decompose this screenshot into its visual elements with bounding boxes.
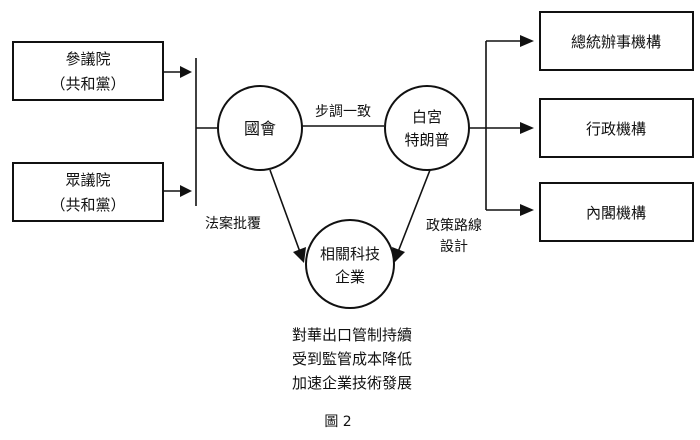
agency-label-executive-office: 總統辦事機構 (571, 33, 661, 51)
tech-companies-label: 相關科技 (320, 245, 380, 263)
trump-label: 特朗普 (404, 131, 449, 149)
senate-box (12, 41, 164, 101)
house-party-label: （共和黨） (50, 196, 125, 214)
senate-arrowhead (180, 66, 192, 78)
senate-label: 參議院 (65, 50, 110, 68)
congress-to-tech-line (269, 169, 301, 253)
white-house-node (384, 85, 470, 171)
bill-approval-label: 法案批覆 (205, 215, 261, 232)
congress-node (217, 85, 303, 171)
outcome-line-1: 對華出口管制持續 (292, 326, 412, 344)
outcome-line-3: 加速企業技術發展 (292, 374, 412, 392)
agency-label-cabinet: 內閣機構 (586, 204, 646, 222)
consistent-label: 步調一致 (315, 104, 371, 120)
congress-label: 國會 (244, 119, 276, 138)
agency-2-arrowhead (520, 122, 534, 134)
whitehouse-to-tech-arrowhead (392, 247, 405, 263)
policy-route-label: 政策路線 (426, 217, 482, 234)
house-arrowhead (180, 185, 192, 197)
agency-box-cabinet (539, 182, 694, 242)
agency-box-executive-office (539, 11, 694, 71)
whitehouse-to-tech-line (397, 169, 431, 253)
agency-box-administrative (539, 98, 694, 158)
agency-3-arrowhead (520, 204, 534, 216)
house-label: 眾議院 (65, 171, 110, 189)
outcome-line-2: 受到監管成本降低 (292, 350, 412, 368)
figure-caption: 圖 2 (324, 414, 351, 430)
agency-label-administrative: 行政機構 (586, 120, 646, 138)
white-house-label: 白宮 (412, 108, 442, 126)
congress-to-tech-arrowhead (293, 247, 306, 263)
enterprises-label: 企業 (335, 268, 365, 286)
right-bracket (469, 40, 520, 211)
tech-companies-node (305, 219, 395, 309)
house-box (12, 162, 164, 222)
policy-design-label: 設計 (440, 239, 468, 255)
senate-party-label: （共和黨） (50, 75, 125, 93)
agency-1-arrowhead (520, 35, 534, 47)
